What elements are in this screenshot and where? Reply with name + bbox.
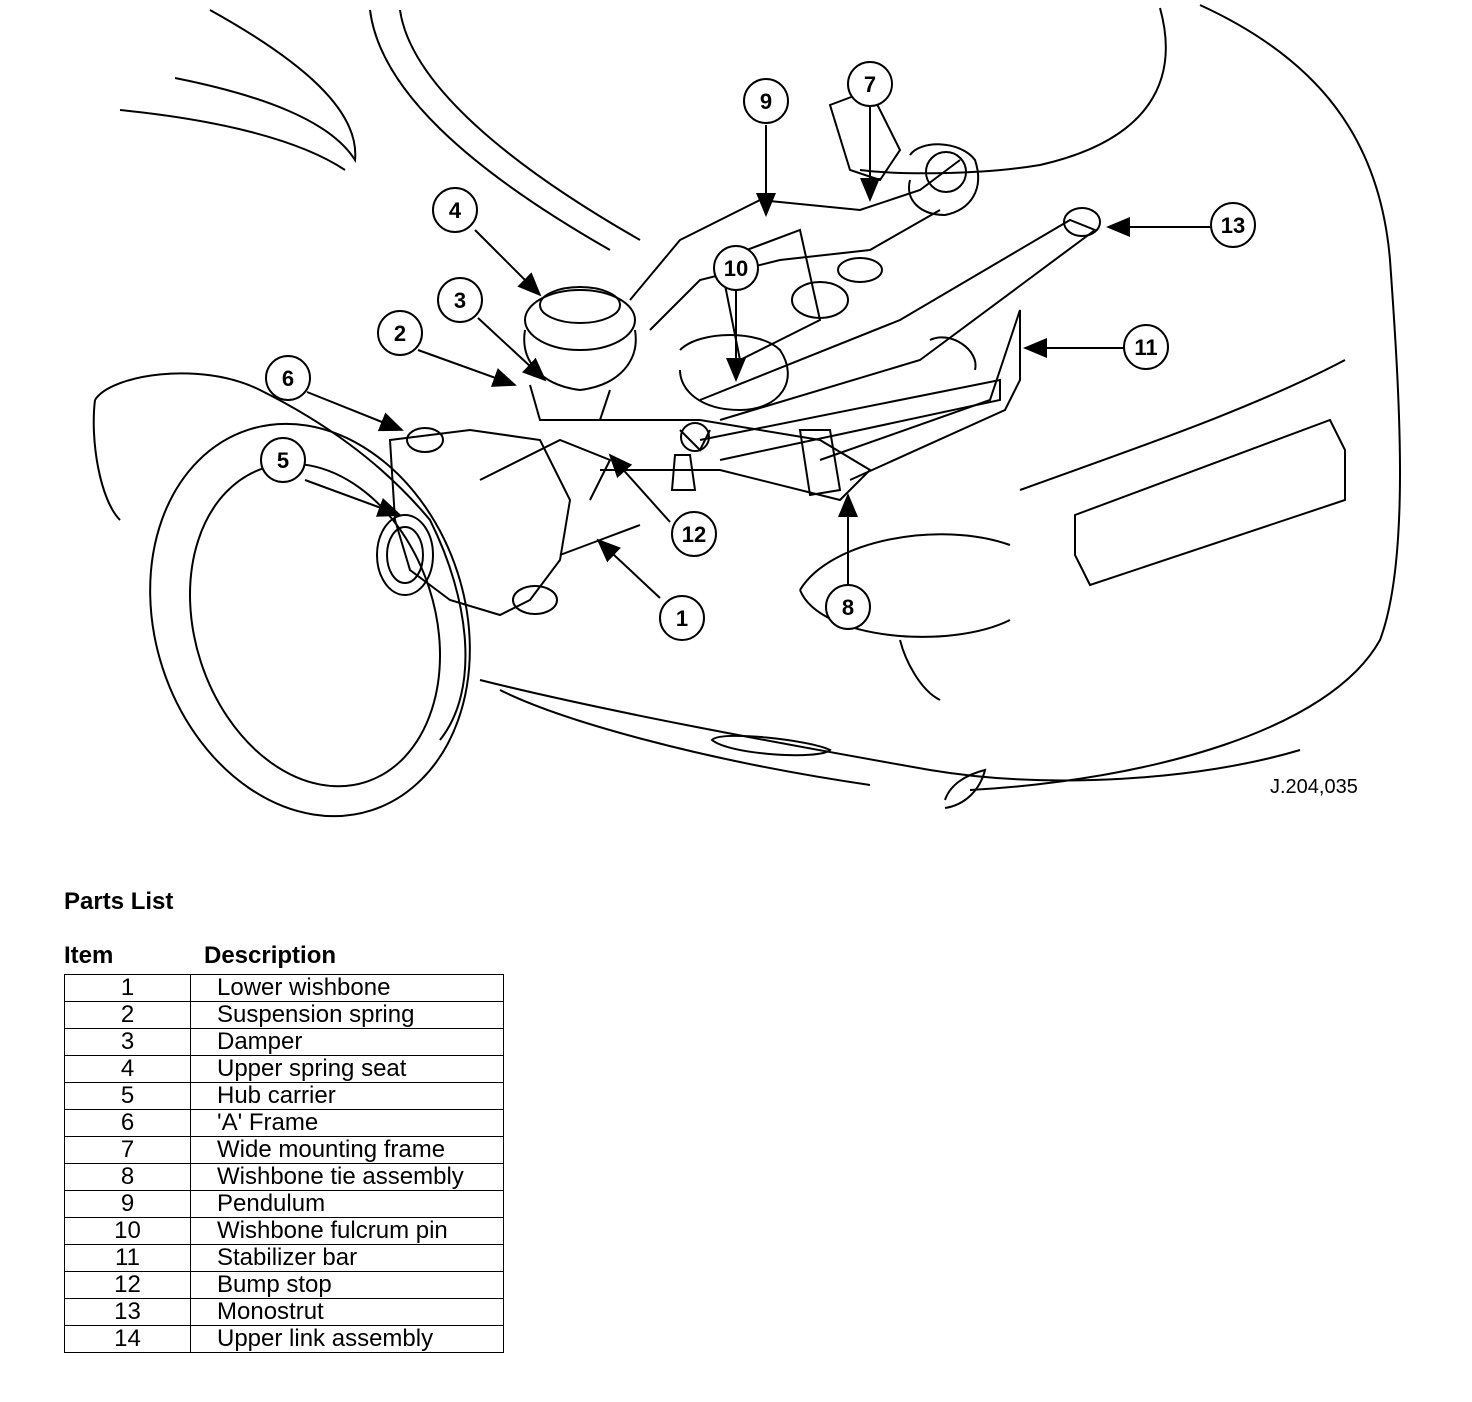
callout-1-label: 1 [676,606,688,631]
item-number-cell: 9 [64,1190,191,1218]
description-cell: Damper [190,1028,504,1056]
callout-2-label: 2 [394,321,406,346]
suspension-assembly [376,88,1101,617]
callout-6-label: 6 [282,366,294,391]
callout-9-circle [743,78,789,124]
description-cell: Upper link assembly [190,1325,504,1353]
item-column-header: Item [64,942,114,969]
callout-3-circle [437,277,483,323]
table-row: 6'A' Frame [64,1109,504,1137]
callout-13-label: 13 [1221,213,1245,238]
callout-7-circle [847,61,893,107]
description-cell: Hub carrier [190,1082,504,1110]
callouts [260,61,1256,641]
description-cell: Wishbone tie assembly [190,1163,504,1191]
description-cell: Suspension spring [190,1001,504,1029]
item-number-cell: 11 [64,1244,191,1272]
item-number-cell: 7 [64,1136,191,1164]
figure-reference-code: J.204,035 [1270,776,1358,798]
description-cell: Lower wishbone [190,974,504,1002]
description-cell: Wishbone fulcrum pin [190,1217,504,1245]
description-cell: 'A' Frame [190,1109,504,1137]
description-cell: Bump stop [190,1271,504,1299]
wheel [92,372,471,818]
callout-8-label: 8 [842,595,854,620]
item-number-cell: 8 [64,1163,191,1191]
callout-12-label: 12 [682,522,706,547]
callout-4-label: 4 [449,198,462,223]
description-column-header: Description [204,942,337,969]
description-cell: Pendulum [190,1190,504,1218]
callout-12-circle [671,511,717,557]
callout-9-label: 9 [760,89,772,114]
item-number-cell: 3 [64,1028,191,1056]
callout-1-circle [659,595,705,641]
item-number-cell: 12 [64,1271,191,1299]
parts-list-title: Parts List [64,888,174,915]
callout-8-circle [825,584,871,630]
leader-lines [304,106,1210,599]
item-number-cell: 6 [64,1109,191,1137]
item-number-cell: 2 [64,1001,191,1029]
callout-7-label: 7 [864,72,876,97]
callout-4-circle [432,187,478,233]
item-number-cell: 13 [64,1298,191,1326]
item-number-cell: 14 [64,1325,191,1353]
description-cell: Monostrut [190,1298,504,1326]
callout-6-circle [265,355,311,401]
callout-11-label: 11 [1134,335,1157,360]
item-number-cell: 5 [64,1082,191,1110]
callout-11-circle [1123,324,1169,370]
callout-5-circle [260,437,306,483]
callout-3-label: 3 [454,288,466,313]
description-cell: Stabilizer bar [190,1244,504,1272]
suspension-diagram: 1 2 3 4 5 6 7 8 9 10 11 12 13 [92,4,1401,818]
description-cell: Wide mounting frame [190,1136,504,1164]
item-number-cell: 4 [64,1055,191,1083]
item-number-cell: 10 [64,1217,191,1245]
callout-10-circle [713,245,759,291]
car-body-outline [119,4,1401,809]
description-cell: Upper spring seat [190,1055,504,1083]
callout-10-label: 10 [724,256,748,281]
callout-13-circle [1210,202,1256,248]
item-number-cell: 1 [64,974,191,1002]
callout-2-circle [377,310,423,356]
callout-5-label: 5 [277,448,289,473]
